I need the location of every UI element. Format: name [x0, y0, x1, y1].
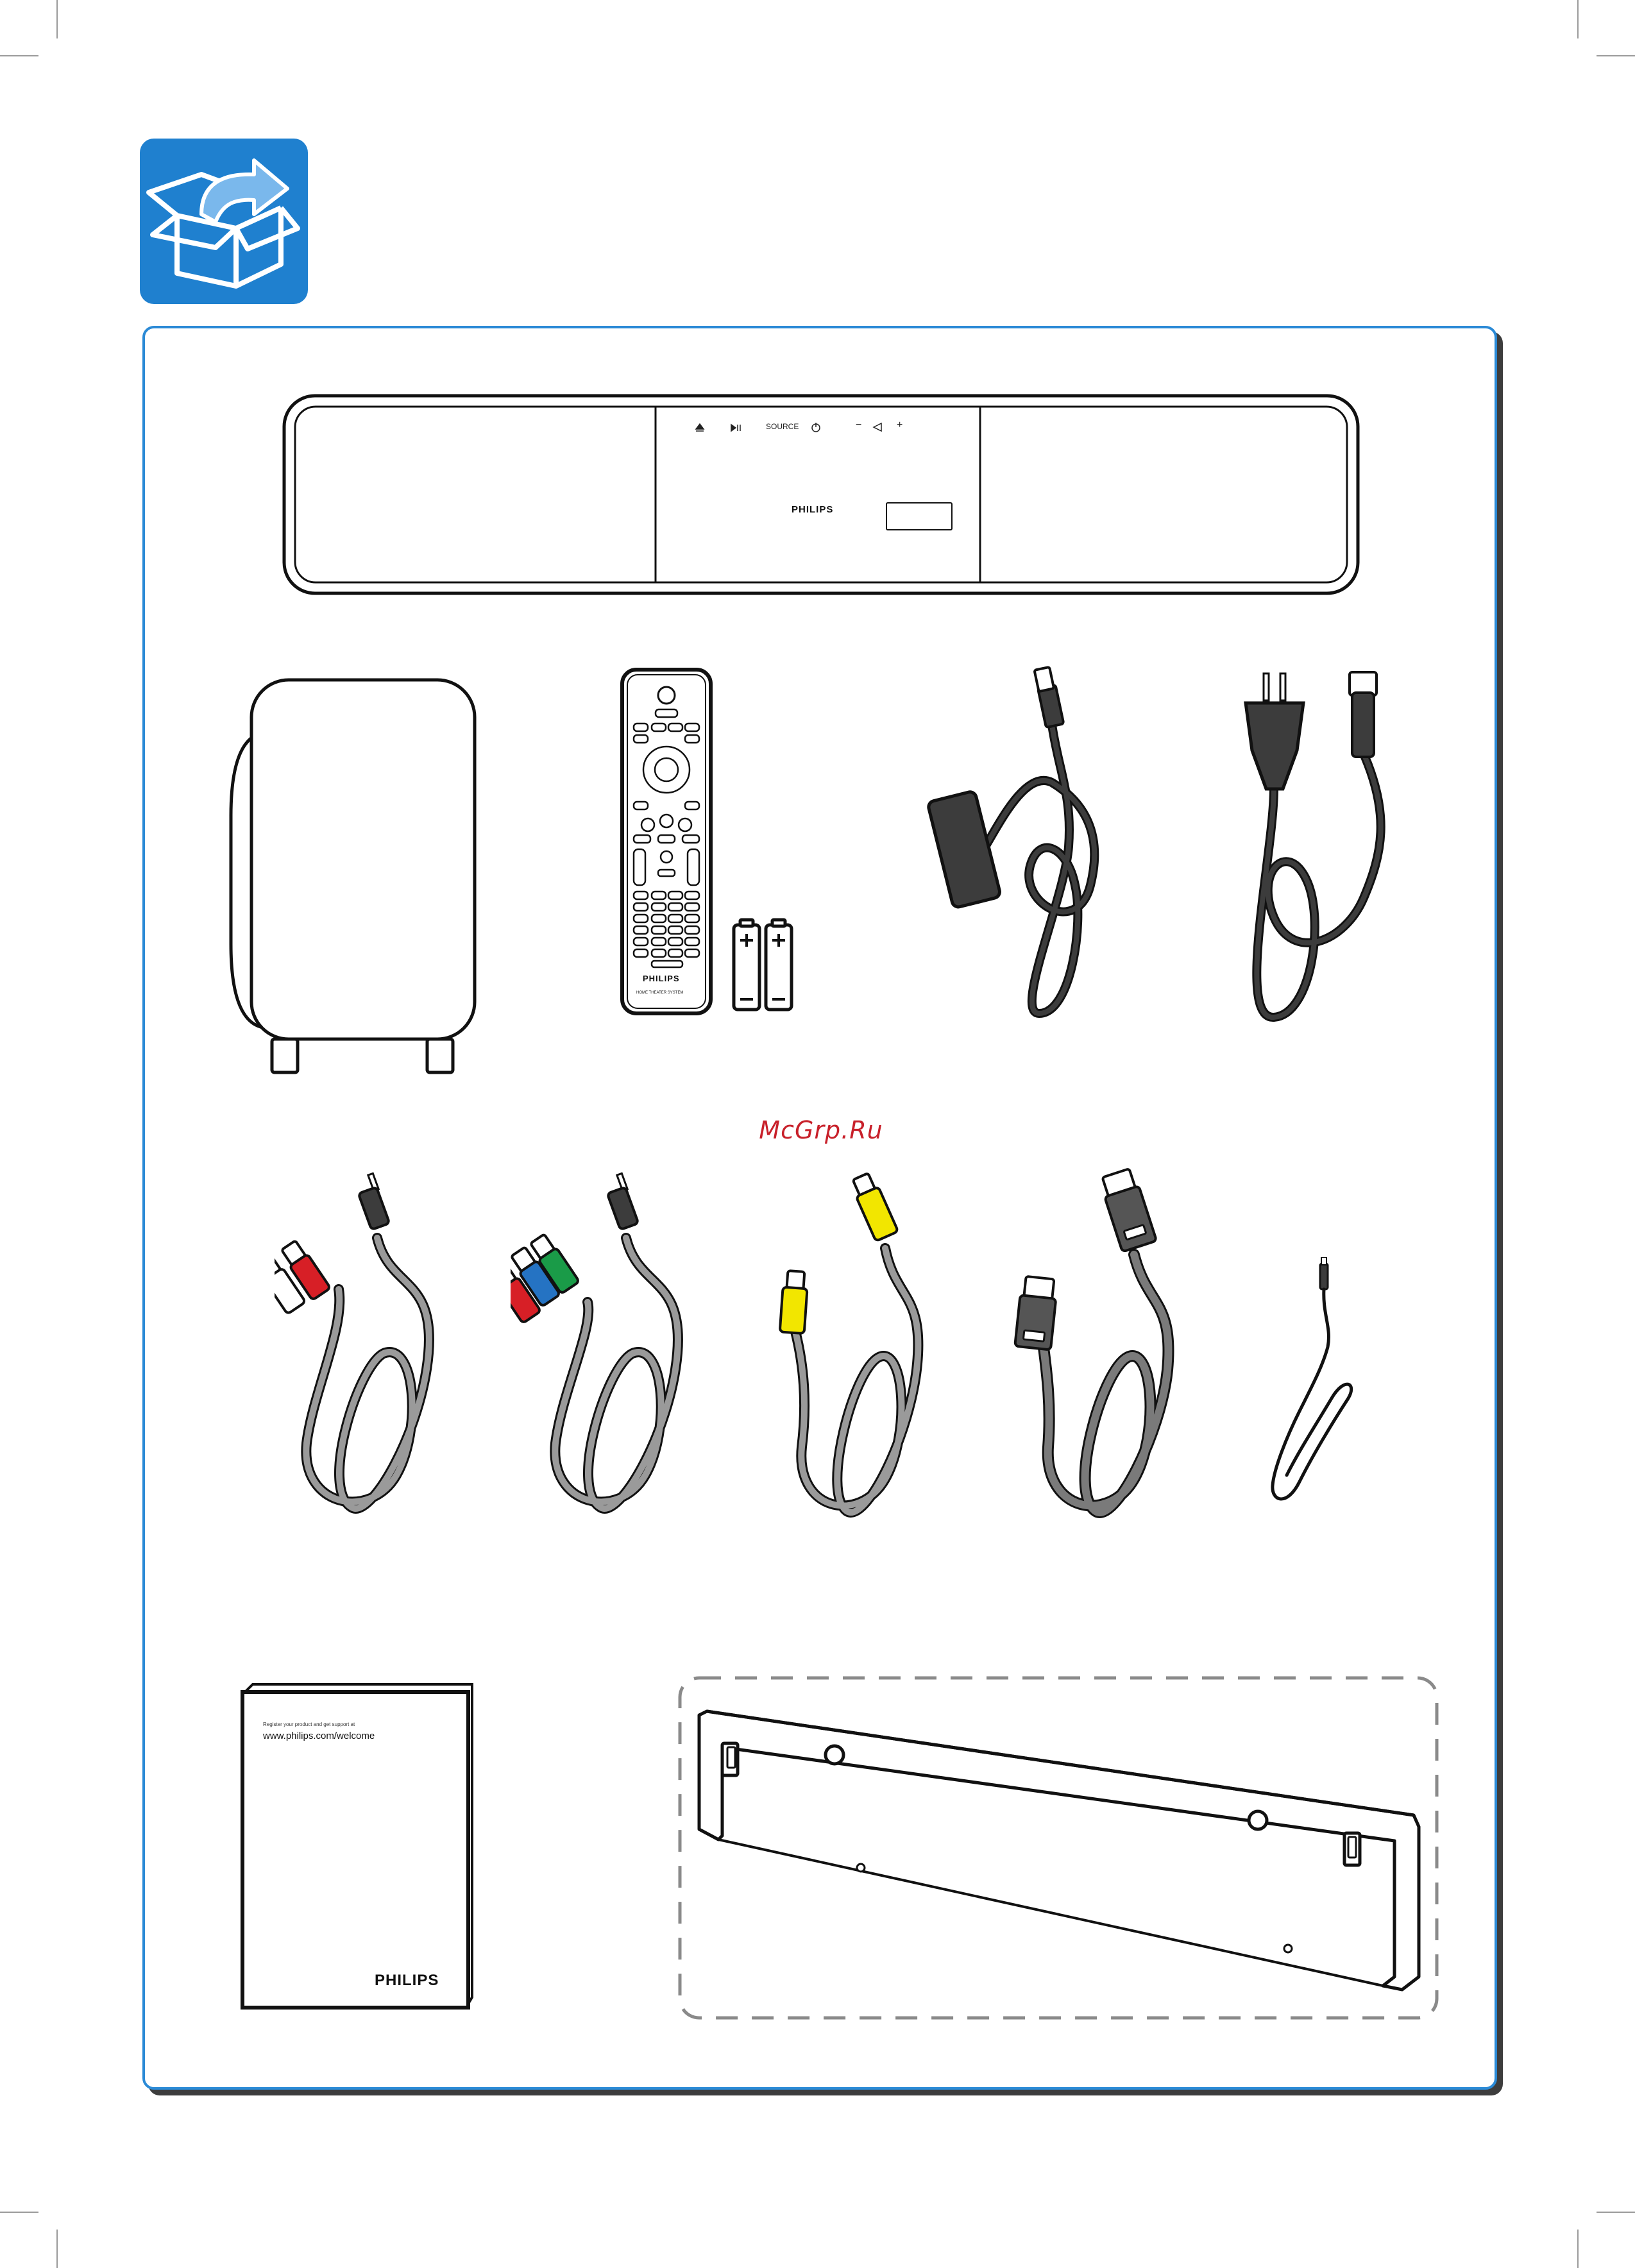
- manual-brand: PHILIPS: [375, 1972, 439, 1990]
- unpack-box-icon: [140, 139, 308, 304]
- crop-mark: [1597, 55, 1635, 56]
- crop-mark: [1597, 2212, 1635, 2213]
- crop-mark: [1577, 0, 1579, 38]
- crop-mark: [0, 55, 38, 56]
- source-button-label: SOURCE: [766, 422, 799, 431]
- component-video-cable: [511, 1161, 697, 1520]
- crop-mark: [56, 0, 58, 38]
- audio-cable: [275, 1161, 448, 1520]
- batteries: [730, 917, 795, 1013]
- volume-down-label: −: [856, 419, 861, 431]
- power-adapter: [924, 654, 1110, 1020]
- crop-mark: [1577, 2230, 1579, 2268]
- crop-mark: [0, 2212, 38, 2213]
- manual-register-text: Register your product and get support at: [263, 1722, 355, 1727]
- watermark: McGrp.Ru: [718, 1116, 924, 1144]
- soundbar: SOURCE − + PHILIPS: [282, 394, 1360, 595]
- crop-mark: [56, 2230, 58, 2268]
- user-manual: Register your product and get support at…: [240, 1683, 476, 2010]
- soundbar-brand: PHILIPS: [792, 504, 833, 515]
- wall-bracket: [699, 1711, 1419, 1990]
- hdmi-cable: [1006, 1165, 1179, 1524]
- remote-brand: PHILIPS: [643, 974, 680, 983]
- subwoofer: [226, 675, 477, 1076]
- power-cord: [1216, 661, 1402, 1024]
- volume-up-label: +: [897, 419, 902, 431]
- remote-control: PHILIPS HOME THEATER SYSTEM: [620, 667, 713, 1016]
- fm-antenna: [1261, 1257, 1357, 1520]
- wall-bracket-area: [677, 1675, 1439, 2020]
- manual-url: www.philips.com/welcome: [263, 1731, 375, 1741]
- composite-video-cable: [770, 1165, 930, 1524]
- remote-caption: HOME THEATER SYSTEM: [636, 991, 683, 995]
